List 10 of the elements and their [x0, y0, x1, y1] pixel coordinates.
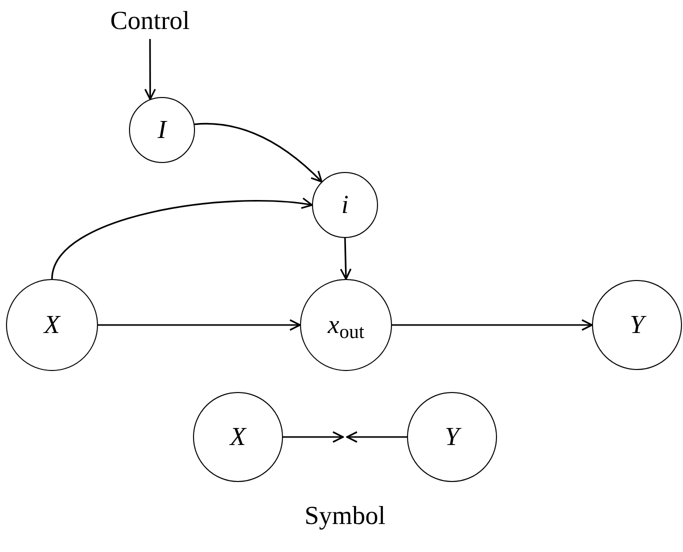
arrow: [283, 431, 344, 443]
arrow: [144, 39, 156, 100]
arrow: [340, 238, 352, 280]
arrow: [98, 319, 301, 331]
node-label: Control: [85, 3, 215, 39]
arrow: [392, 319, 593, 331]
arrow: [346, 431, 407, 443]
caption-label: Symbol: [304, 503, 386, 529]
arrow: [194, 122, 322, 182]
arrow: [51, 198, 313, 280]
